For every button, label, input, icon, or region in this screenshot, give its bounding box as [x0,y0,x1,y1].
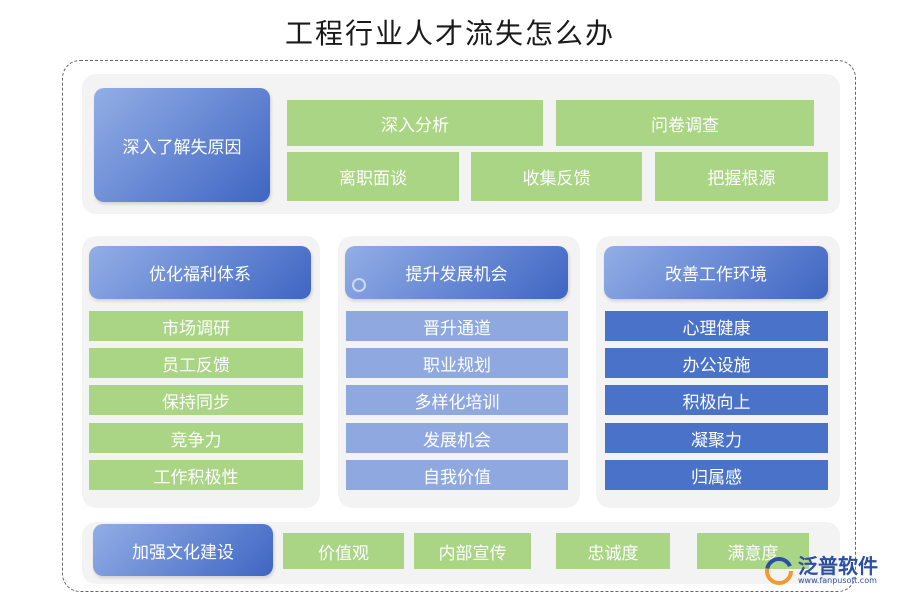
section1-item: 收集反馈 [471,152,642,201]
section1-item: 深入分析 [287,100,543,146]
list-item: 自我价值 [346,460,568,490]
list-item: 发展机会 [346,423,568,453]
list-item: 晋升通道 [346,311,568,341]
list-item: 心理健康 [605,311,828,341]
list-item: 多样化培训 [346,385,568,415]
list-item: 办公设施 [605,348,828,378]
diagram-frame [62,60,856,592]
list-item: 市场调研 [89,311,303,341]
column-heading: 优化福利体系 [89,246,311,299]
fanpu-logo-icon [765,557,793,585]
list-item: 归属感 [605,460,828,490]
section1-item: 把握根源 [655,152,828,201]
culture-item: 内部宣传 [414,533,531,569]
section1-item: 离职面谈 [287,152,459,201]
culture-item: 满意度 [697,533,809,569]
column-heading: 提升发展机会 [345,246,568,299]
list-item: 竞争力 [89,423,303,453]
list-item: 员工反馈 [89,348,303,378]
list-item: 积极向上 [605,385,828,415]
section1-item: 问卷调查 [556,100,814,146]
page-title: 工程行业人才流失怎么办 [284,17,615,50]
brand-logo: 泛普软件 www.fanpusoft.com [764,556,878,586]
column-heading: 改善工作环境 [604,246,828,299]
list-item: 凝聚力 [605,423,828,453]
culture-item: 价值观 [283,533,404,569]
section3-heading: 加强文化建设 [93,524,273,576]
list-item: 保持同步 [89,385,303,415]
logo-url: www.fanpusoft.com [798,576,877,585]
list-item: 职业规划 [346,348,568,378]
section1-heading: 深入了解失原因 [94,88,270,202]
culture-item: 忠诚度 [556,533,670,569]
list-item: 工作积极性 [89,460,303,490]
watermark-logo-icon [352,276,402,294]
logo-name: 泛普软件 [798,554,878,578]
